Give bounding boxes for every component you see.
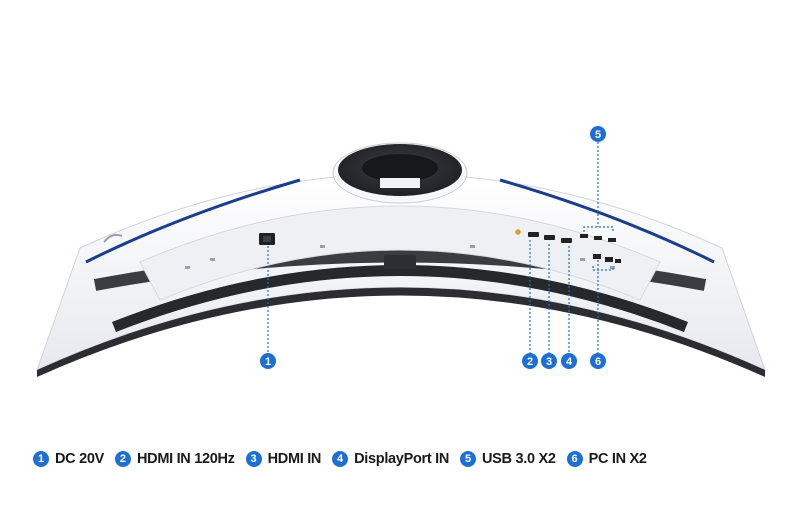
usb-port-a xyxy=(580,234,588,238)
dc-port-inner xyxy=(263,236,271,242)
callout-bracket-5 xyxy=(583,226,614,232)
legend-label-6: PC IN X2 xyxy=(588,451,647,467)
usb-up-port xyxy=(615,259,621,263)
displayport-port xyxy=(561,238,572,243)
callout-badge-3: 3 xyxy=(541,353,557,369)
pc-in-port-b xyxy=(605,257,613,262)
legend-badge-3: 3 xyxy=(245,451,262,467)
legend-item-2: 2 HDMI IN 120Hz xyxy=(114,451,235,467)
callout-badge-5: 5 xyxy=(590,126,606,142)
legend-badge-4: 4 xyxy=(332,451,349,467)
accent-strip-left xyxy=(85,178,301,264)
callout-badge-6: 6 xyxy=(590,353,606,369)
legend-badge-5: 5 xyxy=(460,451,477,467)
legend-item-6: 6 PC IN X2 xyxy=(566,451,647,467)
rear-panel xyxy=(139,205,661,301)
center-hinge xyxy=(384,255,416,269)
svg-text:3: 3 xyxy=(546,356,552,368)
logo-mark-icon xyxy=(103,233,123,243)
callout-badge-1: 1 xyxy=(260,353,276,369)
callout-bracket-6 xyxy=(592,266,614,271)
hdmi-120hz-port xyxy=(528,232,539,237)
svg-text:1: 1 xyxy=(265,356,271,368)
legend-label-4: DisplayPort IN xyxy=(354,451,450,467)
stand-mount-clip xyxy=(380,178,420,188)
legend-badge-2: 2 xyxy=(114,451,131,467)
io-ports xyxy=(515,229,621,263)
pc-in-port-a xyxy=(593,254,601,259)
callout-lines xyxy=(267,142,614,353)
legend-badge-6: 6 xyxy=(566,451,583,467)
svg-text:2: 2 xyxy=(527,356,533,368)
stand-mount-hole xyxy=(362,154,438,182)
usb-port-b xyxy=(594,236,602,240)
legend-label-5: USB 3.0 X2 xyxy=(482,451,556,467)
callout-badge-4: 4 xyxy=(561,353,577,369)
usb-port-c xyxy=(608,238,616,242)
headphone-port xyxy=(515,229,521,235)
legend-label-1: DC 20V xyxy=(55,451,104,467)
svg-text:4: 4 xyxy=(566,356,573,368)
legend-item-1: 1 DC 20V xyxy=(33,451,104,467)
svg-text:6: 6 xyxy=(595,356,601,368)
screw-marks xyxy=(185,245,615,269)
accent-strip-right xyxy=(499,178,715,264)
legend-item-4: 4 DisplayPort IN xyxy=(332,451,449,467)
port-legend: 1 DC 20V 2 HDMI IN 120Hz 3 HDMI IN 4 Dis… xyxy=(33,448,658,470)
vent-strip xyxy=(112,265,688,332)
svg-text:5: 5 xyxy=(595,129,601,141)
callout-badge-2: 2 xyxy=(522,353,538,369)
legend-label-3: HDMI IN xyxy=(267,451,322,467)
legend-item-3: 3 HDMI IN xyxy=(245,451,322,467)
legend-item-5: 5 USB 3.0 X2 xyxy=(460,451,556,467)
bottom-bezel xyxy=(37,287,765,377)
legend-badge-1: 1 xyxy=(33,451,49,467)
hdmi-port xyxy=(544,235,555,240)
legend-label-2: HDMI IN 120Hz xyxy=(136,451,235,467)
